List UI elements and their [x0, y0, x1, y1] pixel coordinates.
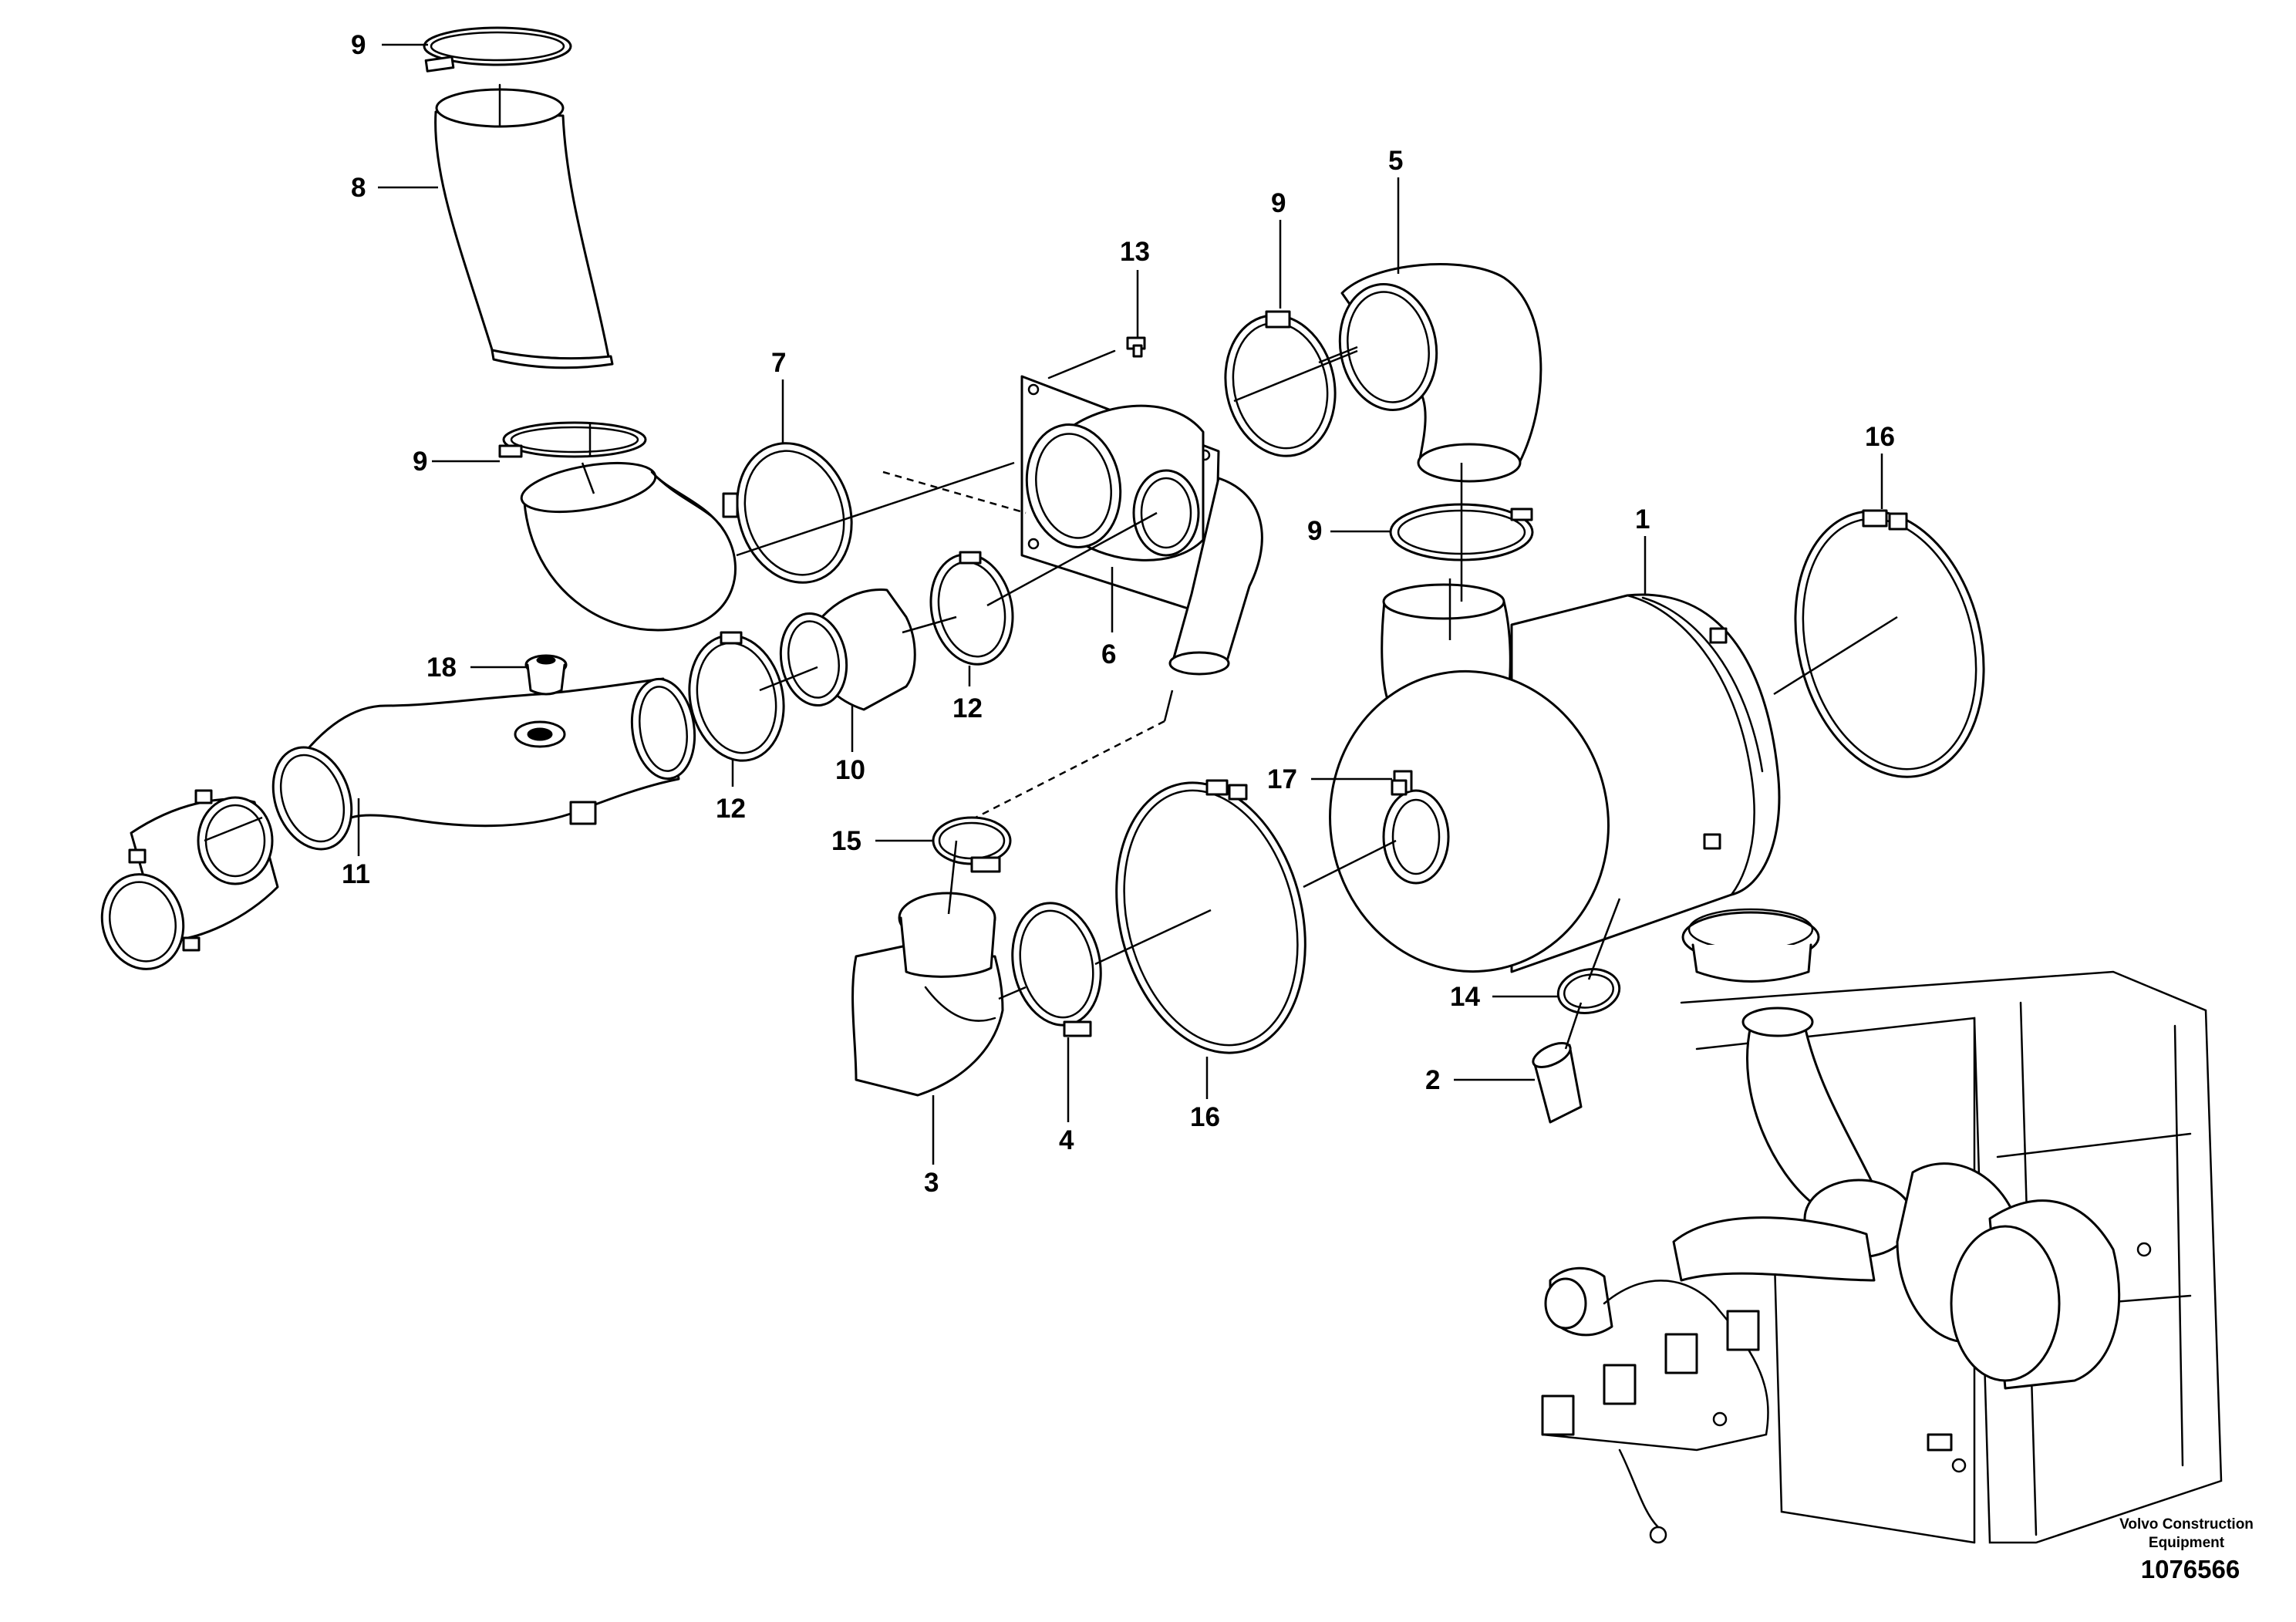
- clamp-16-right: [1794, 509, 1985, 778]
- callout-3: 3: [924, 1168, 939, 1198]
- callout-12-upper: 12: [952, 693, 983, 723]
- reducer-10: [779, 588, 916, 711]
- callout-12-lower: 12: [716, 794, 746, 824]
- clamp-9-right: [1224, 310, 1337, 457]
- callout-16-left: 16: [1190, 1102, 1220, 1132]
- cap-18: [524, 654, 568, 696]
- callout-9-left: 9: [413, 447, 427, 477]
- leader-lines: [204, 43, 1898, 1165]
- callout-6: 6: [1101, 639, 1116, 669]
- clamp-15: [932, 816, 1012, 873]
- callout-1: 1: [1635, 504, 1650, 534]
- callout-7: 7: [771, 348, 786, 378]
- callout-labels: 9 8 9 7 13 9 5 9 1 16 6 12 18 10 12 11 1…: [342, 30, 1895, 1198]
- clamp-12-upper: [929, 551, 1014, 666]
- engine-frame-overview-icon: [1541, 908, 2223, 1544]
- air-filter-housing-1: [1329, 583, 1781, 973]
- pipe-8: [434, 83, 614, 369]
- clamp-16-left: [1115, 779, 1306, 1054]
- callout-9-lower: 9: [1307, 516, 1322, 546]
- callout-18: 18: [426, 653, 457, 683]
- callout-5: 5: [1388, 146, 1403, 176]
- callout-9-top: 9: [351, 30, 366, 60]
- clamp-7: [722, 442, 853, 584]
- hose-11: [100, 677, 696, 970]
- elbow-5: [1338, 263, 1542, 483]
- clamp-9-left: [498, 421, 647, 458]
- callout-15: 15: [831, 826, 861, 856]
- brand-line-2: Equipment: [2149, 1535, 2225, 1551]
- bracket-6: [1020, 375, 1263, 676]
- valve-17: [1391, 779, 1408, 796]
- callout-9-right: 9: [1271, 188, 1286, 218]
- bolt-13: [1047, 336, 1146, 379]
- callout-17: 17: [1267, 764, 1297, 794]
- callout-11: 11: [342, 859, 370, 889]
- callout-16-right: 16: [1865, 422, 1895, 452]
- nozzle-2: [1532, 1042, 1583, 1124]
- brand-line-1: Volvo Construction: [2119, 1516, 2254, 1533]
- callout-4: 4: [1059, 1125, 1074, 1155]
- elbow-3: [851, 892, 1004, 1097]
- clamp-14: [1556, 968, 1621, 1014]
- callout-13: 13: [1120, 237, 1150, 267]
- callout-10: 10: [835, 755, 865, 785]
- brand-block: Volvo Construction Equipment 1076566: [2119, 1516, 2254, 1583]
- clamp-12-lower: [688, 631, 785, 762]
- drawing-number: 1076566: [2141, 1555, 2240, 1583]
- clamp-9-top: [423, 26, 572, 73]
- callout-2: 2: [1425, 1065, 1440, 1095]
- callout-14: 14: [1450, 982, 1480, 1012]
- callout-8: 8: [351, 173, 366, 203]
- clamp-4: [1011, 902, 1102, 1037]
- elbow-7: [520, 461, 737, 632]
